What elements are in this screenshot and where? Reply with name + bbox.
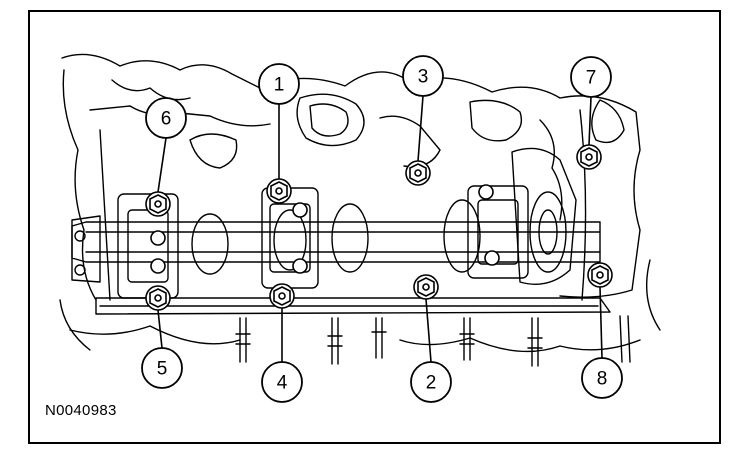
- callout-3: 3: [418, 67, 429, 88]
- cam-front-end: [71, 215, 101, 283]
- callout-1: 1: [274, 75, 285, 96]
- bolt-7: [576, 144, 602, 170]
- figure-id-label: N0040983: [45, 402, 117, 419]
- bolt-1: [266, 178, 292, 204]
- bolt-6: [145, 191, 171, 217]
- valve-studs: [235, 315, 631, 367]
- callout-2: 2: [426, 373, 437, 394]
- callout-7: 7: [586, 68, 597, 89]
- callout-5: 5: [157, 359, 168, 380]
- callout-circle-1: [258, 63, 300, 105]
- callout-6: 6: [161, 109, 172, 130]
- bolt-5: [145, 285, 171, 311]
- callout-circle-4: [261, 361, 303, 403]
- camshaft: [71, 221, 601, 263]
- callout-circle-8: [581, 357, 623, 399]
- callout-circle-6: [145, 97, 187, 139]
- callout-circle-2: [410, 361, 452, 403]
- callout-circle-7: [570, 56, 612, 98]
- callout-circle-5: [141, 347, 183, 389]
- cam-rear-housing: [511, 147, 577, 285]
- bolt-4: [269, 283, 295, 309]
- bolt-2: [413, 274, 439, 300]
- head-casting-outline: [61, 53, 641, 298]
- bolt-8: [587, 262, 613, 288]
- callout-8: 8: [597, 369, 608, 390]
- callout-circle-3: [402, 55, 444, 97]
- callout-4: 4: [277, 373, 288, 394]
- bearing-cap-rear: [467, 185, 529, 279]
- bolt-3: [405, 160, 431, 186]
